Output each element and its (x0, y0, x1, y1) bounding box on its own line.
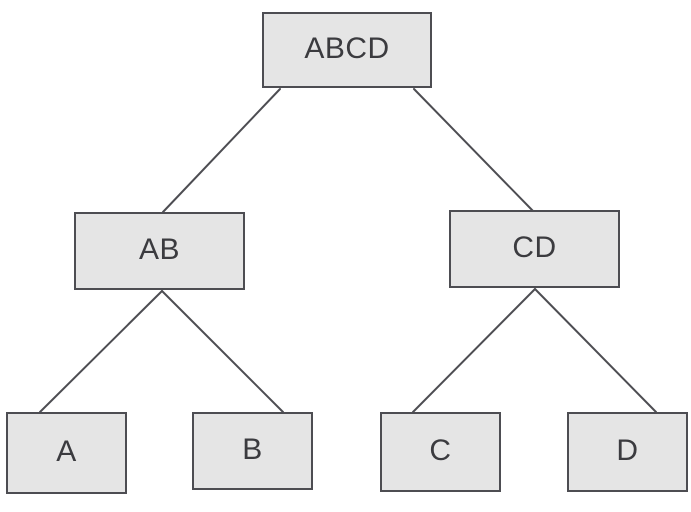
edge-ab-b (161, 290, 284, 413)
node-a[interactable]: A (6, 412, 127, 494)
node-d[interactable]: D (567, 412, 688, 492)
node-cd[interactable]: CD (449, 210, 620, 288)
node-d-label: D (616, 434, 639, 467)
node-cd-label: CD (512, 231, 557, 264)
node-abcd[interactable]: ABCD (262, 12, 432, 88)
edge-root-ab (162, 88, 281, 213)
edge-cd-d (534, 288, 657, 413)
edge-cd-c (412, 288, 536, 413)
node-ab[interactable]: AB (74, 212, 245, 290)
node-c-label: C (429, 434, 452, 467)
edge-root-cd (413, 88, 534, 212)
node-b-label: B (242, 433, 263, 466)
node-c[interactable]: C (380, 412, 501, 492)
edge-ab-a (39, 290, 163, 413)
node-abcd-label: ABCD (304, 32, 390, 65)
node-b[interactable]: B (192, 412, 313, 490)
node-ab-label: AB (138, 233, 181, 266)
node-a-label: A (56, 435, 77, 468)
